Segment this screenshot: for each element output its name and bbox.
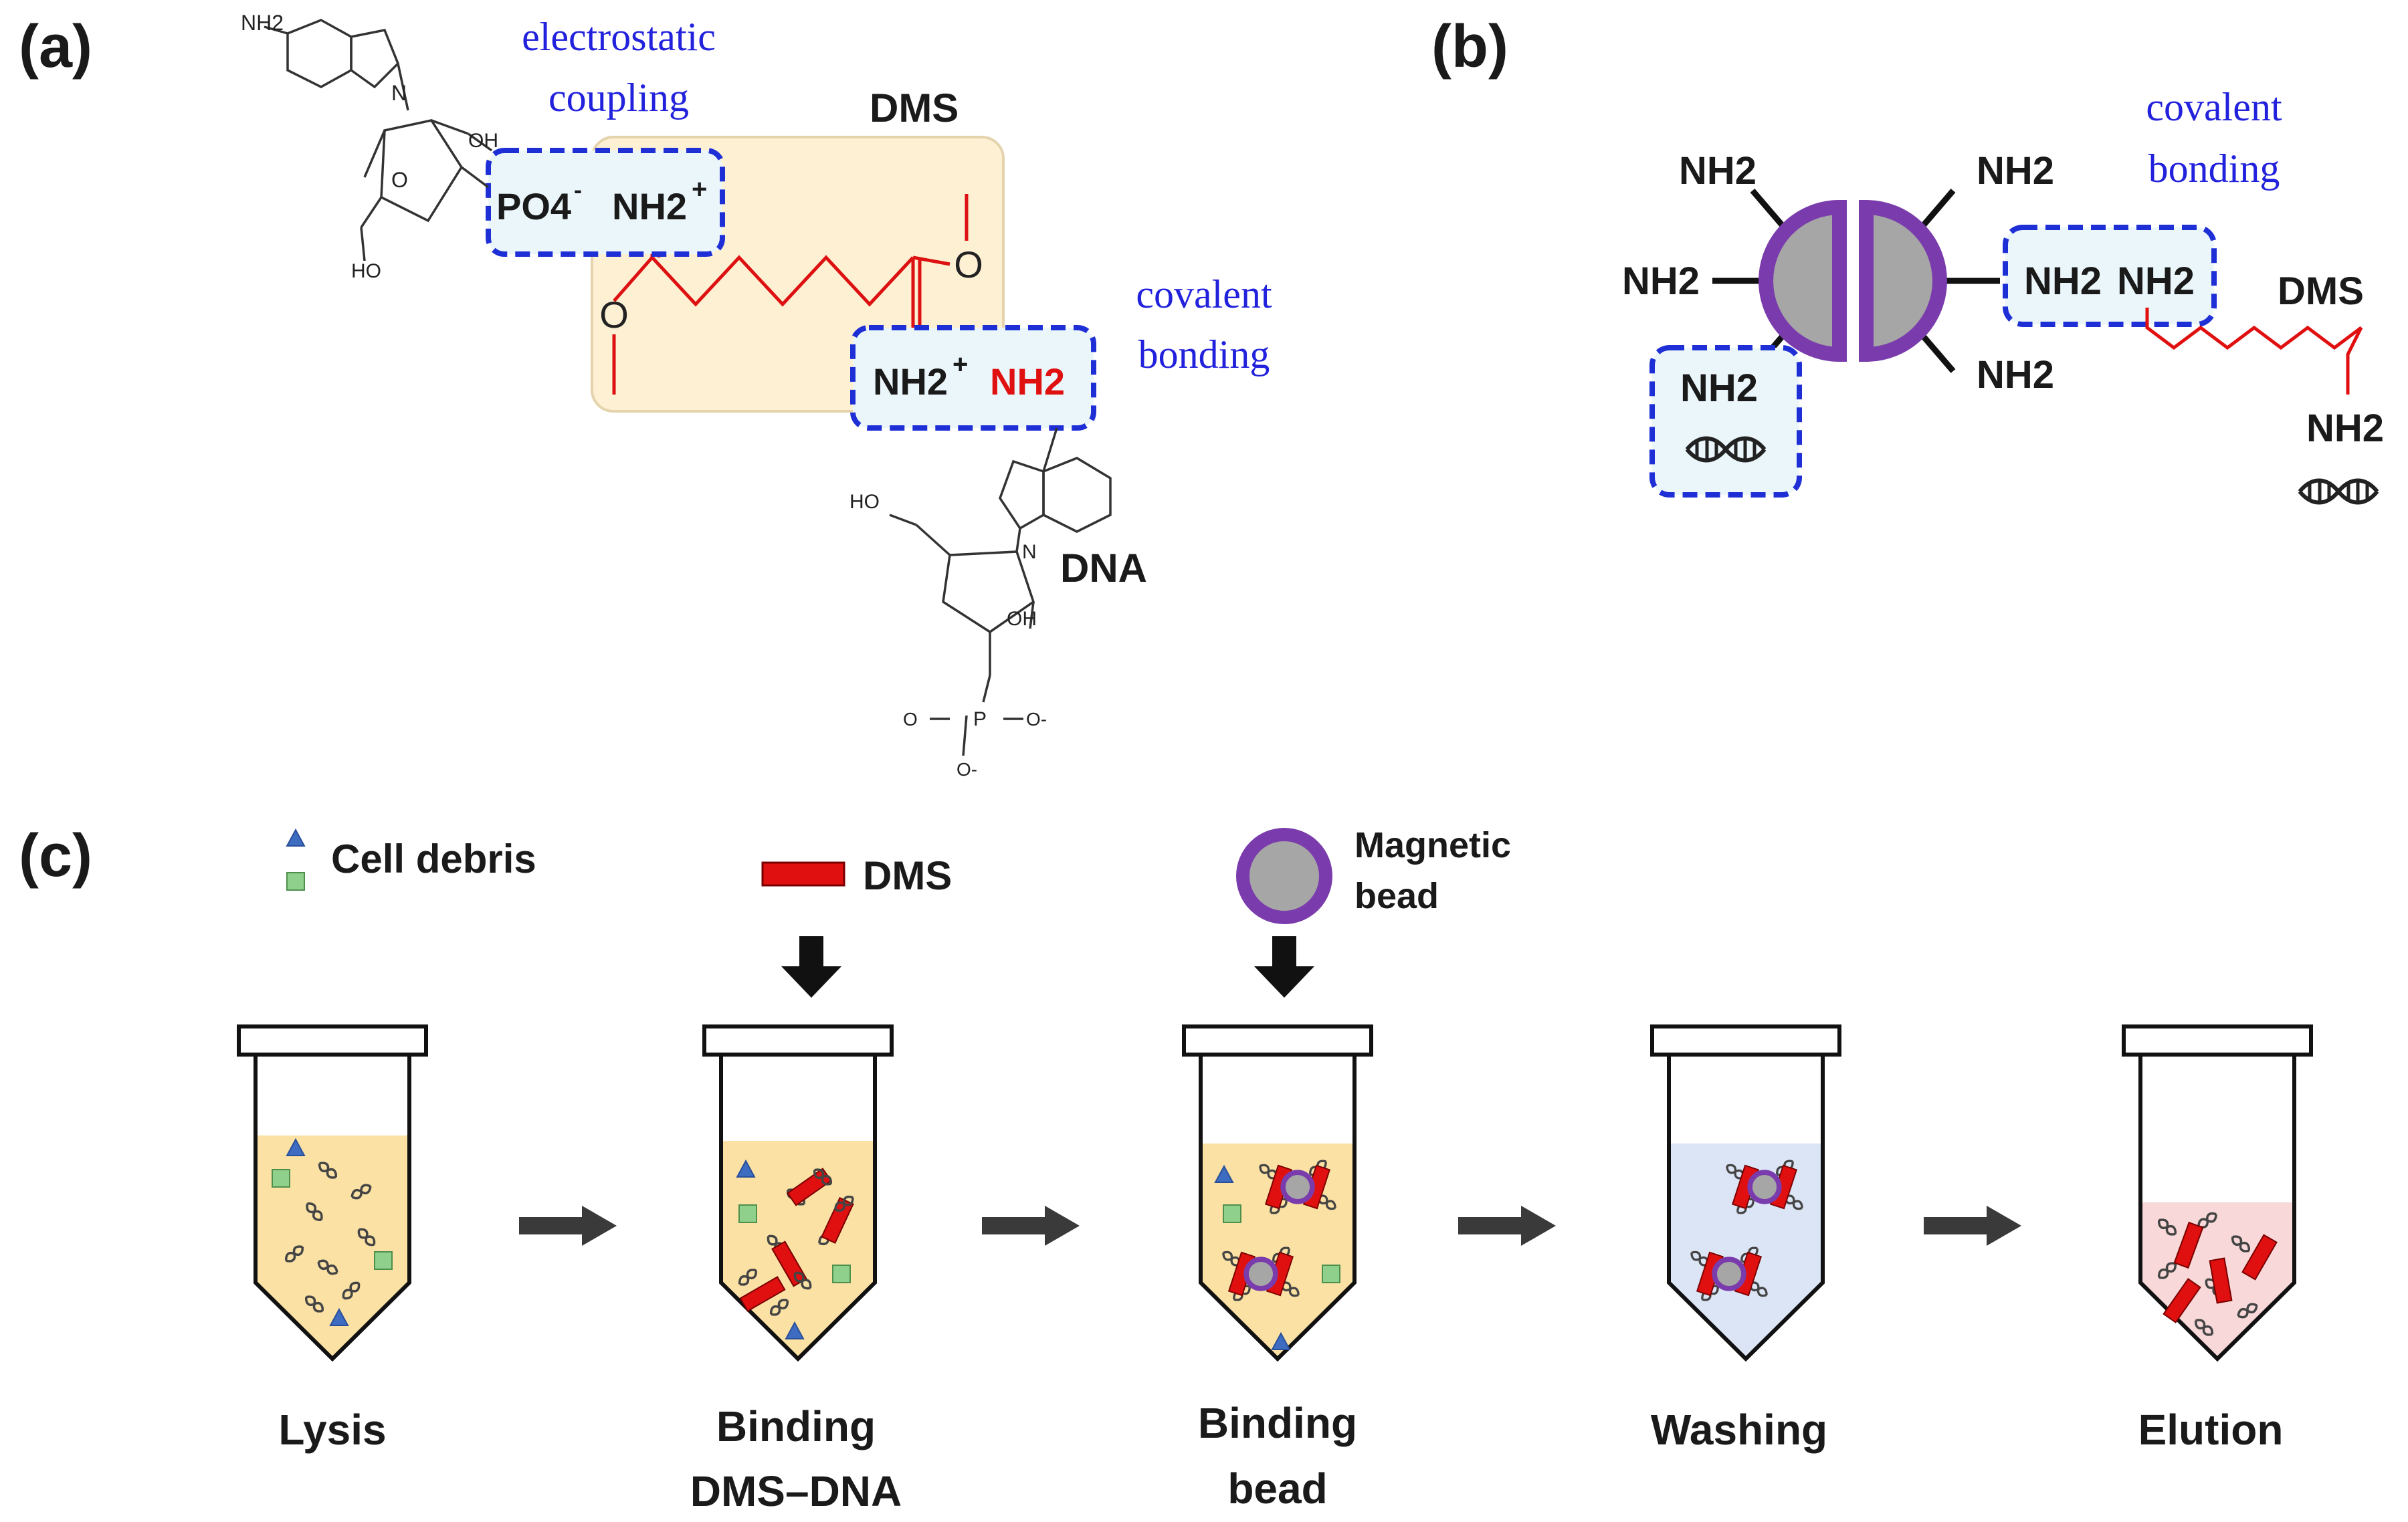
magnetic-bead-icon xyxy=(1236,828,1332,924)
legend-cell-debris: Cell debris xyxy=(331,837,536,881)
nh2-red: NH2 xyxy=(990,360,1065,403)
dms-chain-b xyxy=(2145,308,2363,395)
dms-skeleton xyxy=(612,194,969,395)
top-ho: HO xyxy=(351,260,381,282)
po4-text: PO4 xyxy=(496,185,571,227)
dms-label-b: DMS xyxy=(2278,269,2364,313)
down-arrow-icon xyxy=(1254,936,1314,998)
panel-a-label: (a) xyxy=(19,13,92,80)
right-arrow-icon xyxy=(982,1206,1080,1246)
right-arrow-icon xyxy=(519,1206,617,1246)
tube-lysis xyxy=(237,1024,428,1362)
triangle-icon xyxy=(286,829,305,847)
step-label-washing: Washing xyxy=(1651,1406,1827,1454)
coupling-text: coupling xyxy=(548,76,689,120)
step-label-binding-dms-1: Binding xyxy=(716,1402,876,1450)
amine-box-right-2: NH2 xyxy=(2117,259,2195,303)
legend-magnetic-1: Magnetic xyxy=(1354,825,1511,865)
down-arrow-icon xyxy=(781,936,841,998)
bottom-nucleotide xyxy=(889,427,1112,756)
amine-top-right: NH2 xyxy=(1977,149,2054,193)
dms-bar-icon xyxy=(761,861,845,887)
panel-c-label: (c) xyxy=(19,823,92,889)
covalent-box-b xyxy=(2003,225,2217,327)
dna-label: DNA xyxy=(1060,546,1147,590)
tube-washing xyxy=(1650,1024,1841,1362)
nh2-plus-right: NH2 xyxy=(873,360,948,403)
legend-dms: DMS xyxy=(863,853,952,898)
legend-magnetic-2: bead xyxy=(1354,876,1439,916)
tube-elution xyxy=(2122,1024,2313,1362)
panel-c: (c) Cell debris DMS Magnetic bead xyxy=(19,823,2313,1515)
electrostatic-text: electrostatic xyxy=(522,15,716,59)
split-bead-icon xyxy=(1712,189,2000,373)
dms-oxygen-right: O xyxy=(954,243,983,286)
step-label-elution: Elution xyxy=(2138,1406,2284,1454)
po4-charge: - xyxy=(574,176,582,203)
bottom-n: N xyxy=(1022,541,1037,563)
tube-binding-dms-dna xyxy=(702,1024,894,1362)
covalent-text-b: covalent xyxy=(2146,85,2282,129)
top-ring-o: O xyxy=(391,168,408,192)
electrostatic-box xyxy=(486,148,725,257)
bonding-text: bonding xyxy=(1138,332,1270,376)
step-label-lysis: Lysis xyxy=(278,1406,386,1454)
dms-label: DMS xyxy=(870,86,959,130)
amine-top-left: NH2 xyxy=(1679,149,1757,193)
plus-right: + xyxy=(952,350,968,379)
top-n: N xyxy=(391,81,407,105)
covalent-text: covalent xyxy=(1136,272,1272,316)
amine-left: NH2 xyxy=(1622,259,1700,303)
square-icon xyxy=(286,872,305,891)
tube-binding-bead xyxy=(1182,1024,1373,1362)
dna-amine-box xyxy=(1649,345,1802,498)
bottom-oh: OH xyxy=(1007,608,1037,630)
phosphate-o-right: O- xyxy=(1026,709,1047,730)
dna-helix-icon-b xyxy=(2300,481,2377,503)
step-label-binding-bead-1: Binding xyxy=(1198,1399,1357,1447)
top-amine: NH2 xyxy=(241,11,284,35)
amine-dms-end: NH2 xyxy=(2306,407,2384,450)
right-arrow-icon xyxy=(1458,1206,1556,1246)
bonding-text-b: bonding xyxy=(2148,146,2280,191)
phosphorus: P xyxy=(973,708,987,730)
amine-box-left: NH2 xyxy=(1680,366,1758,410)
step-label-binding-dms-2: DMS–DNA xyxy=(690,1467,902,1515)
top-nucleotide xyxy=(264,19,493,261)
panel-b: (b) covalent bonding NH2 NH2 NH2 NH2 NH2… xyxy=(1431,13,2384,503)
top-oh: OH xyxy=(468,130,498,152)
amine-bottom-right: NH2 xyxy=(1977,353,2054,397)
dms-oxygen-left: O xyxy=(599,294,629,336)
step-label-binding-bead-2: bead xyxy=(1227,1464,1327,1513)
bottom-ho: HO xyxy=(849,491,880,513)
phosphate-o-left: O xyxy=(903,709,918,730)
covalent-box-a xyxy=(850,325,1096,431)
nh2-plus-left: NH2 xyxy=(612,185,687,227)
panel-b-label: (b) xyxy=(1431,13,1508,80)
plus-left: + xyxy=(692,175,707,204)
amine-box-right-1: NH2 xyxy=(2024,259,2102,303)
right-arrow-icon xyxy=(1924,1206,2021,1246)
panel-a: (a) DMS electrostatic coupling covalent … xyxy=(19,11,1272,780)
phosphate-o-bottom: O- xyxy=(957,759,977,780)
